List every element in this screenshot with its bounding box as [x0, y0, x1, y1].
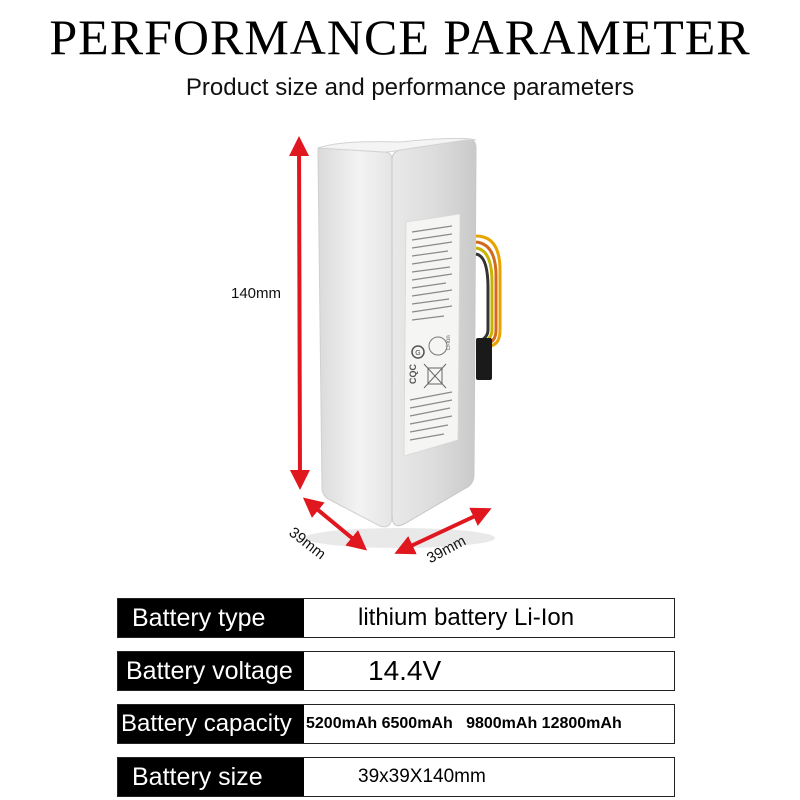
- param-value: 14.4V: [368, 655, 442, 686]
- battery-product-image: G CQC Li-ion: [289, 136, 502, 555]
- page-title: PERFORMANCE PARAMETER: [49, 9, 751, 65]
- battery-top-cap: [317, 137, 477, 153]
- battery-wire-harness: [475, 234, 502, 380]
- param-label: Battery voltage: [118, 652, 304, 690]
- cqc-mark: CQC: [408, 364, 418, 385]
- depth-dimension-arrow: [302, 497, 368, 551]
- param-label: Battery size: [118, 758, 304, 796]
- recycle-icon: [428, 336, 448, 356]
- param-value: lithium battery Li-Ion: [358, 604, 575, 631]
- height-dimension-label: 140mm: [231, 285, 282, 302]
- battery-connector: [476, 338, 492, 380]
- page-subtitle: Product size and performance parameters: [185, 74, 635, 101]
- param-label: Battery capacity: [118, 705, 304, 743]
- param-row-battery-size: Battery size 39x39X140mm: [117, 757, 675, 797]
- crossed-bin-icon: [423, 363, 447, 389]
- width-dimension-arrow: [394, 507, 492, 555]
- height-dimension-arrow: [289, 136, 310, 490]
- param-row-battery-capacity: Battery capacity 5200mAh 6500mAh 9800mAh…: [117, 704, 675, 744]
- param-row-battery-type: Battery type lithium battery Li-Ion: [117, 598, 675, 638]
- param-value: 5200mAh 6500mAh 9800mAh 12800mAh: [306, 715, 622, 732]
- param-row-battery-voltage: Battery voltage 14.4V: [117, 651, 675, 691]
- param-label: Battery type: [118, 599, 304, 637]
- li-ion-mark: Li-ion: [446, 335, 452, 350]
- battery-label-sticker: G CQC Li-ion: [403, 213, 461, 457]
- certification-circle-icon: [411, 345, 425, 359]
- param-value: 39x39X140mm: [358, 766, 486, 787]
- svg-text:G: G: [415, 350, 420, 357]
- battery-left-face: [317, 147, 393, 528]
